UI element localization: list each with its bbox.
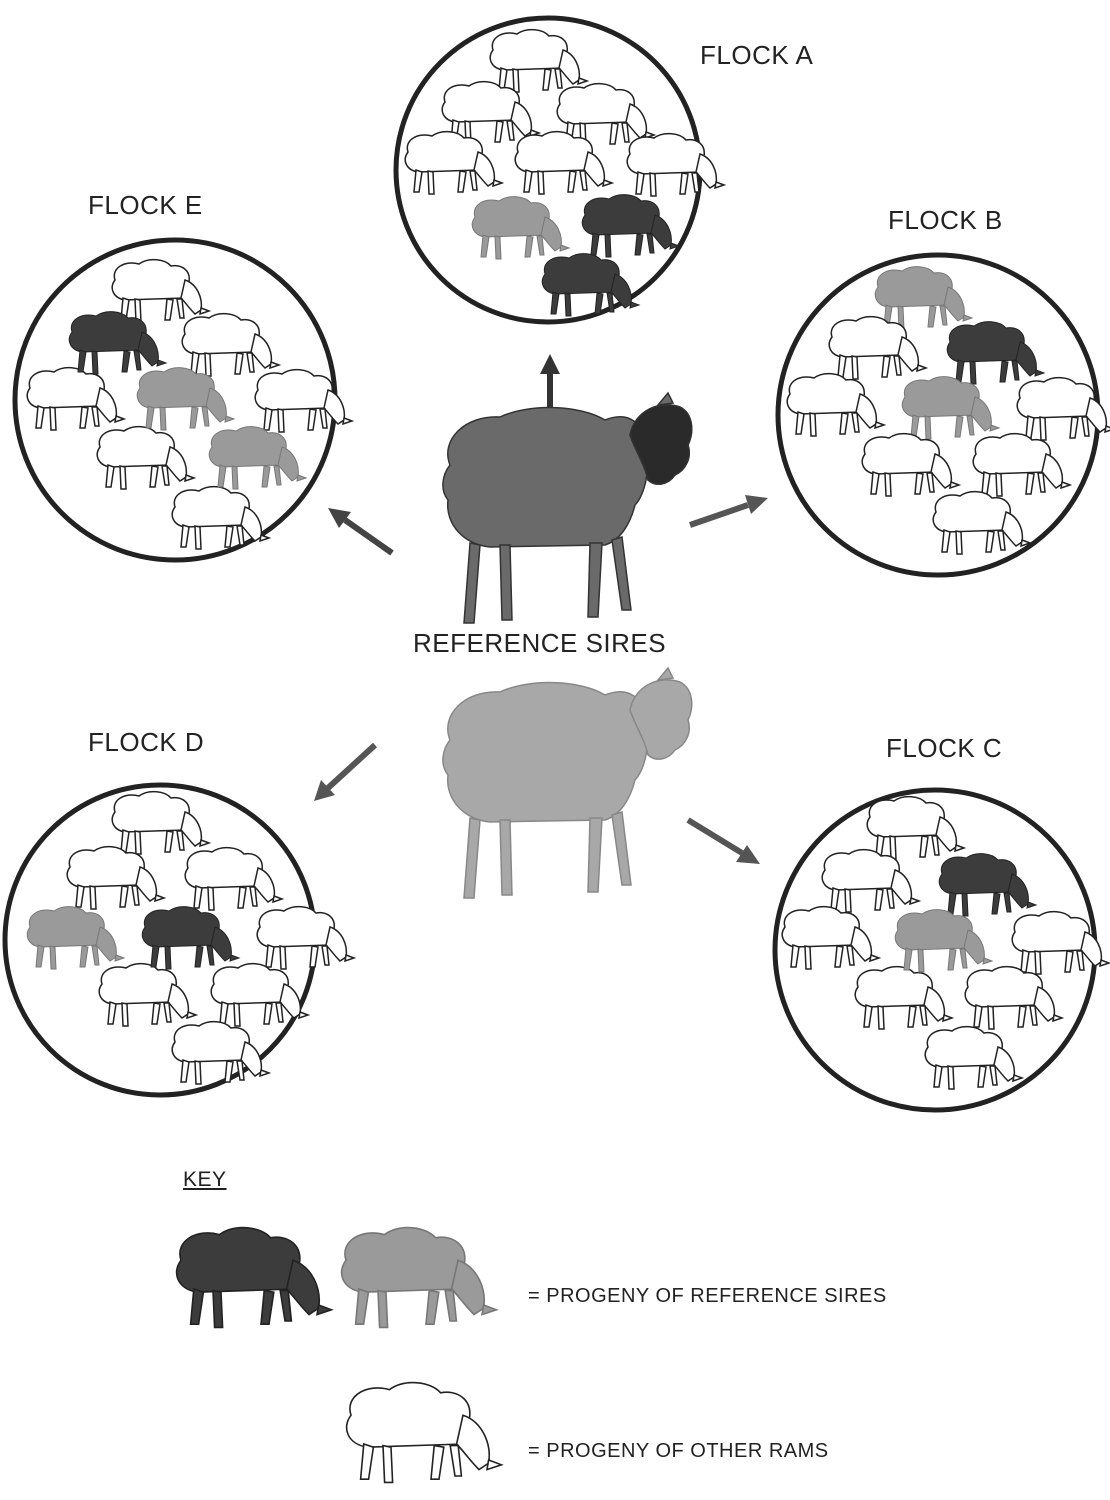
key-title: KEY xyxy=(183,1168,227,1192)
flock-e xyxy=(15,240,352,560)
sheep-white xyxy=(99,964,196,1026)
sheep-white xyxy=(925,1027,1022,1089)
sheep-white xyxy=(97,427,194,489)
sheep-white xyxy=(515,132,612,194)
flock-c xyxy=(775,790,1109,1110)
sheep-white xyxy=(182,314,279,376)
sheep-white xyxy=(822,850,919,912)
reference-sire-dark xyxy=(443,393,692,623)
flock-c-label: FLOCK C xyxy=(886,733,1002,764)
sheep-white xyxy=(112,260,209,322)
sheep-white xyxy=(211,964,308,1026)
flock-b xyxy=(778,255,1110,575)
arrow-to-flock-c xyxy=(688,820,742,853)
sheep-white xyxy=(27,368,124,430)
sheep-white xyxy=(782,907,879,969)
sheep-white xyxy=(185,848,282,910)
key-item-reference-sires: = PROGENY OF REFERENCE SIRES xyxy=(528,1285,887,1308)
sheep-white xyxy=(855,967,952,1029)
reference-sire-light xyxy=(443,668,692,898)
sheep-light xyxy=(902,377,999,439)
arrowhead-flock-b xyxy=(745,495,768,514)
sheep-white xyxy=(67,847,164,909)
arrow-to-flock-d xyxy=(328,745,375,788)
sheep-white xyxy=(112,792,209,854)
flock-d-label: FLOCK D xyxy=(88,727,204,758)
flock-d xyxy=(5,785,354,1095)
sheep-white xyxy=(933,492,1030,554)
sheep-dark xyxy=(947,322,1044,384)
sheep-white xyxy=(973,434,1070,496)
key-sheep-white xyxy=(347,1383,502,1483)
sheep-white xyxy=(829,317,926,379)
sheep-white xyxy=(172,1022,269,1084)
sheep-white xyxy=(490,30,587,92)
sheep-dark xyxy=(142,907,239,969)
sheep-dark xyxy=(582,195,679,257)
key-item-other-rams: = PROGENY OF OTHER RAMS xyxy=(528,1440,829,1463)
flock-e-label: FLOCK E xyxy=(88,190,203,221)
arrowhead-flock-a xyxy=(540,354,560,374)
center-label: REFERENCE SIRES xyxy=(413,628,666,659)
sheep-light xyxy=(209,427,306,489)
sheep-dark xyxy=(69,312,166,374)
sheep-white xyxy=(862,434,959,496)
sheep-white xyxy=(965,967,1062,1029)
sheep-white xyxy=(255,370,352,432)
sheep-light xyxy=(27,907,124,969)
sheep-dark xyxy=(939,854,1036,916)
key-sheep-dark xyxy=(177,1228,332,1328)
sheep-light xyxy=(472,197,569,259)
sheep-light xyxy=(895,910,992,972)
key-sheep-light xyxy=(342,1228,497,1328)
sheep-white xyxy=(172,487,269,549)
sheep-dark xyxy=(542,254,639,316)
sheep-light xyxy=(137,368,234,430)
sheep-white xyxy=(627,134,724,196)
sheep-white xyxy=(867,797,964,859)
sheep-white xyxy=(405,132,502,194)
arrow-to-flock-e xyxy=(345,520,392,553)
sheep-white xyxy=(787,374,884,436)
arrow-to-flock-b xyxy=(690,505,748,525)
flock-a-label: FLOCK A xyxy=(700,40,813,71)
sheep-light xyxy=(875,267,972,329)
flock-b-label: FLOCK B xyxy=(888,205,1003,236)
flock-a xyxy=(396,18,724,322)
sheep-white xyxy=(257,907,354,969)
